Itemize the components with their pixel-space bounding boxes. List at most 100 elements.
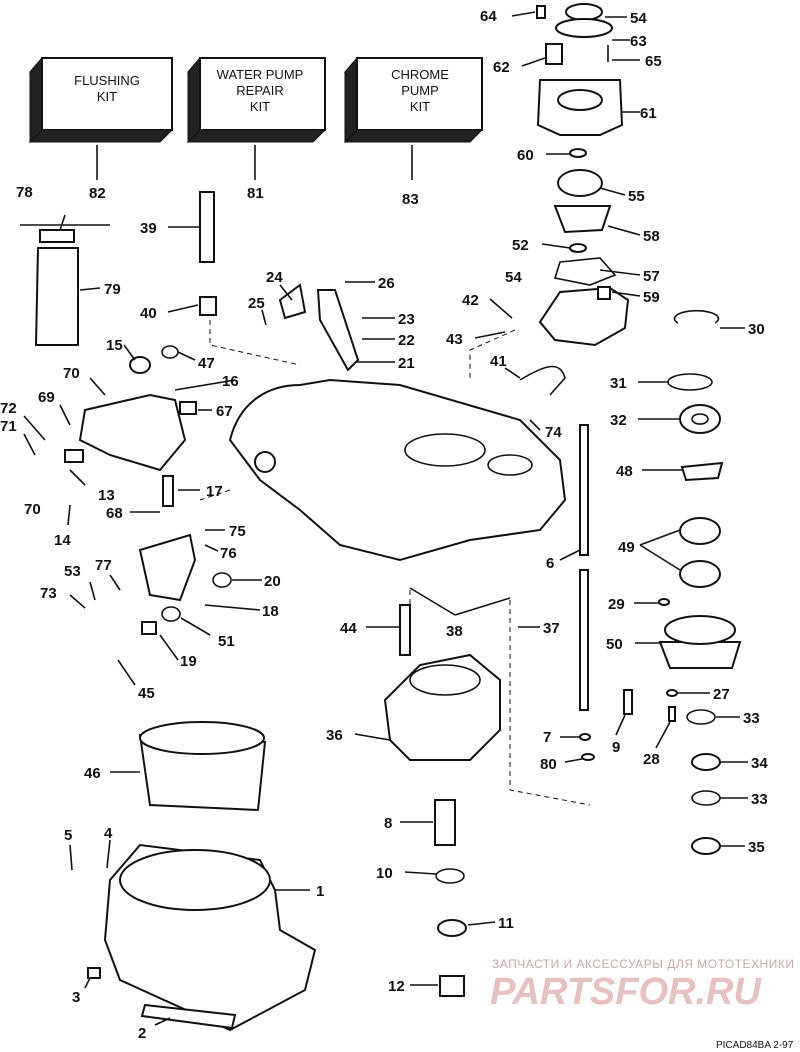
ring-30	[673, 309, 720, 324]
seal-34	[691, 753, 721, 771]
dashed-assembly-lines	[199, 320, 591, 806]
seal-35	[691, 837, 721, 855]
callout-10: 10	[376, 865, 393, 882]
callout-55b: 54	[505, 269, 522, 286]
key-52	[569, 243, 587, 253]
callout-77: 77	[95, 557, 112, 574]
callout-73: 73	[40, 585, 57, 602]
chrome-pump-kit-line3: KIT	[410, 99, 430, 114]
callout-24: 24	[266, 269, 283, 286]
bearing-49a	[679, 517, 721, 545]
bearing-49b	[679, 560, 721, 588]
washer-11	[437, 919, 467, 937]
callout-leaders	[23, 11, 748, 1026]
callout-36: 36	[326, 727, 343, 744]
callout-61: 61	[640, 105, 657, 122]
callout-55a: 55	[628, 188, 645, 205]
flushing-kit-box: FLUSHING KIT	[28, 56, 174, 144]
callout-51: 51	[218, 633, 235, 650]
housing-50	[658, 641, 742, 669]
callout-14: 14	[54, 532, 71, 549]
washer-10	[435, 868, 465, 884]
watermark-tagline: ЗАПЧАСТИ И АКСЕССУАРЫ ДЛЯ МОТОТЕХНИКИ	[492, 957, 794, 971]
valve-78	[39, 229, 75, 243]
callout-44: 44	[340, 620, 357, 637]
callout-3: 3	[72, 989, 80, 1006]
callout-41: 41	[490, 353, 507, 370]
pin-7	[579, 733, 591, 741]
ring-31	[667, 373, 713, 391]
callout-7: 7	[543, 729, 551, 746]
pin-80	[581, 753, 595, 761]
callout-20: 20	[264, 573, 281, 590]
callout-58: 58	[643, 228, 660, 245]
callout-18: 18	[262, 603, 279, 620]
callout-80: 80	[540, 756, 557, 773]
callout-43: 43	[446, 331, 463, 348]
callout-17: 17	[206, 483, 223, 500]
callout-62: 62	[493, 59, 510, 76]
callout-1: 1	[316, 883, 324, 900]
gasket-57	[553, 257, 617, 286]
callout-47: 47	[198, 355, 215, 372]
callout-45: 45	[138, 685, 155, 702]
gasket-59	[597, 286, 611, 300]
shaft-6b	[579, 569, 589, 711]
ring-33a	[686, 709, 716, 725]
cover-54	[565, 3, 603, 21]
callout-21: 21	[398, 355, 415, 372]
callout-42: 42	[462, 292, 479, 309]
callout-76: 76	[220, 545, 237, 562]
water-pump-kit-line2: REPAIR	[236, 83, 283, 98]
callout-33a: 33	[743, 710, 760, 727]
callout-30: 30	[748, 321, 765, 338]
plug-3	[87, 967, 101, 979]
bushing-62	[545, 43, 563, 65]
chrome-pump-kit-line2: PUMP	[401, 83, 439, 98]
callout-49: 49	[618, 539, 635, 556]
callout-32: 32	[610, 412, 627, 429]
washer-20	[212, 572, 232, 588]
cup-79	[34, 247, 79, 346]
callout-6: 6	[546, 555, 554, 572]
callout-65: 65	[645, 53, 662, 70]
callout-27: 27	[713, 686, 730, 703]
callout-15: 15	[106, 337, 123, 354]
callout-59: 59	[643, 289, 660, 306]
impeller-36	[383, 653, 501, 761]
callout-70b: 70	[24, 501, 41, 518]
shaft-6a	[579, 424, 589, 556]
callout-8: 8	[384, 815, 392, 832]
sleeve-8	[434, 799, 456, 846]
nut-19	[141, 621, 157, 635]
flushing-kit-line2: KIT	[97, 89, 117, 104]
callout-63: 63	[630, 33, 647, 50]
callout-39: 39	[140, 220, 157, 237]
chrome-pump-kit-line1: CHROME	[391, 67, 449, 82]
callout-28: 28	[643, 751, 660, 768]
callout-40: 40	[140, 305, 157, 322]
water-pump-kit-line1: WATER PUMP	[217, 67, 304, 82]
hose-41	[519, 365, 566, 396]
callout-74: 74	[545, 424, 562, 441]
sleeve-40	[199, 296, 217, 316]
pin-67	[179, 401, 197, 415]
callout-70a: 70	[63, 365, 80, 382]
part-24	[278, 283, 307, 320]
watermark-logo: PARTSFOR.RU	[490, 971, 762, 1013]
callout-numbers: 64 54 63 62 65 61 60 55 58 52 57 59 54 3…	[0, 8, 768, 1042]
bolt-44	[399, 604, 411, 656]
callout-35: 35	[748, 839, 765, 856]
pump-housing	[228, 378, 567, 562]
callout-72: 72	[0, 400, 17, 417]
seal-32	[679, 404, 721, 434]
parts-drawings	[20, 3, 742, 1032]
flushing-kit-line1: FLUSHING	[74, 73, 140, 88]
spring-17	[162, 475, 174, 507]
callout-31: 31	[610, 375, 627, 392]
callout-75: 75	[229, 523, 246, 540]
screw-64	[536, 5, 546, 19]
callout-48: 48	[616, 463, 633, 480]
callout-81: 81	[247, 185, 264, 202]
